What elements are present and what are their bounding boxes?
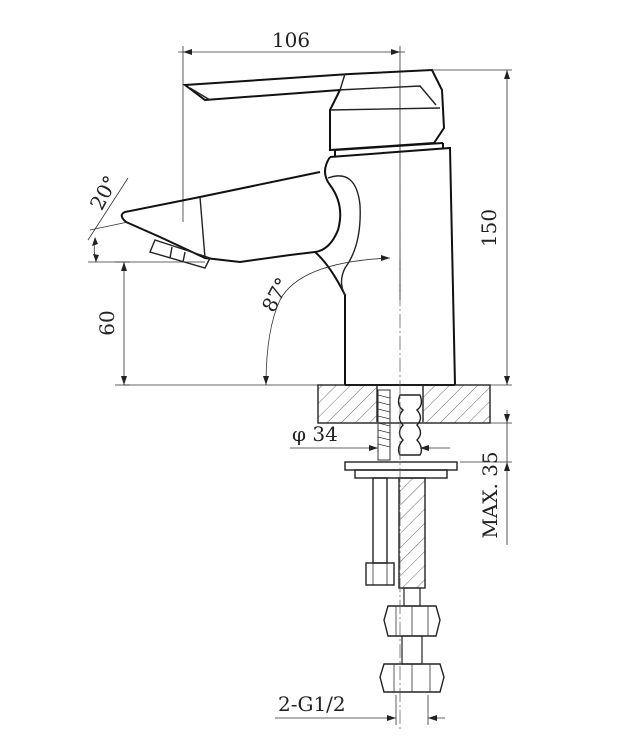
dim-label-max35: MAX. 35 [478, 451, 502, 538]
lock-washer [344, 461, 458, 479]
dim-label-g12: 2-G1/2 [278, 692, 346, 716]
dimension-max-deck: MAX. 35 [460, 410, 512, 545]
dimension-angle-20: 20° [85, 171, 205, 263]
dimension-total-height: 150 [432, 69, 512, 386]
dimension-inlet-thread: 2-G1/2 [275, 692, 445, 725]
flexible-hose [379, 477, 445, 693]
handle [182, 68, 446, 152]
dim-label-20deg: 20° [85, 171, 123, 214]
dim-label-106: 106 [272, 28, 310, 52]
spout [120, 156, 361, 296]
dim-label-phi34: φ 34 [292, 422, 338, 446]
dimension-base-diameter: φ 34 [290, 422, 450, 451]
dimension-spout-height: 60 [95, 261, 320, 386]
lower-stud [365, 477, 395, 586]
mounting-deck [317, 384, 491, 424]
faucet-body [314, 142, 456, 386]
dim-label-60: 60 [95, 310, 119, 335]
dimension-angle-87: 87° [257, 255, 401, 386]
dim-label-87deg: 87° [257, 273, 295, 316]
dim-label-150: 150 [477, 209, 501, 247]
